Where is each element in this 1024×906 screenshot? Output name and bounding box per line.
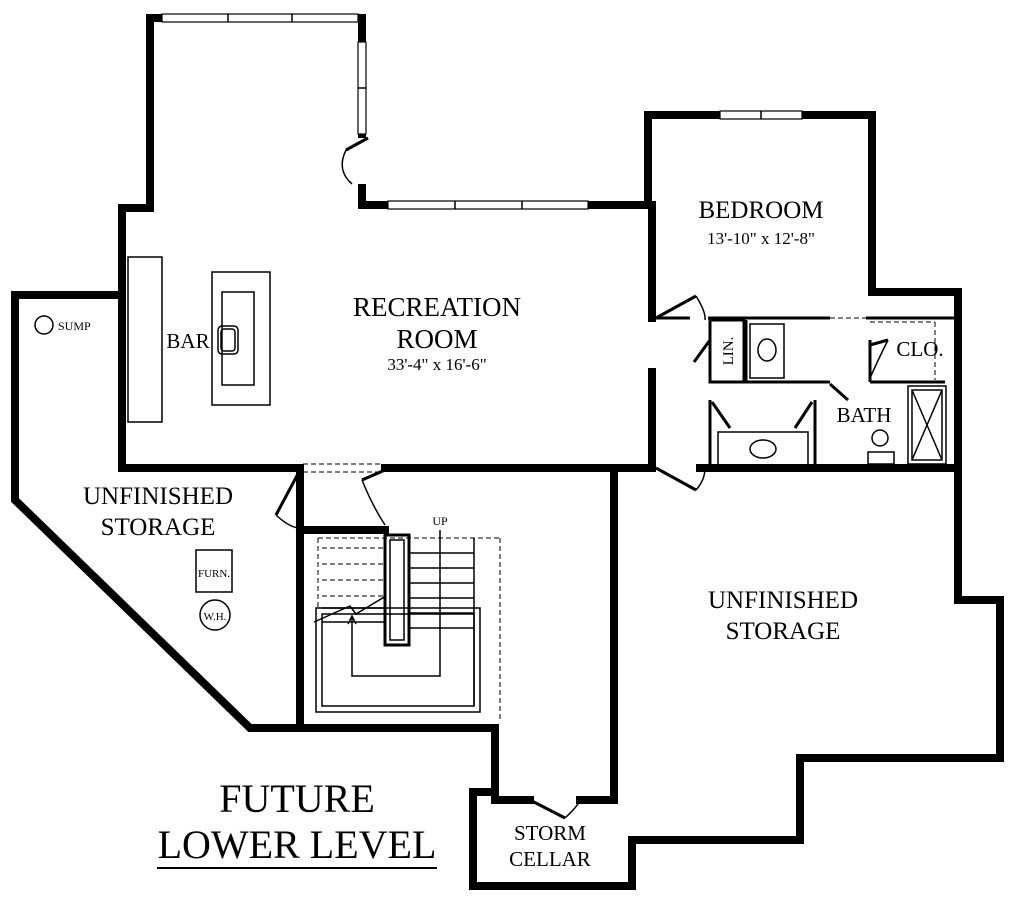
unfinished-storage-left-label-2: STORAGE bbox=[101, 514, 216, 541]
exterior-walls bbox=[11, 14, 1004, 890]
interior-doors bbox=[274, 294, 889, 820]
labels: RECREATION ROOM 33'-4" x 16'-6" BEDROOM … bbox=[58, 197, 944, 871]
water-heater-icon bbox=[199, 599, 231, 631]
unfinished-storage-right-label-2: STORAGE bbox=[726, 618, 841, 645]
recreation-room-dimensions: 33'-4" x 16'-6" bbox=[387, 355, 486, 374]
closet-label: CLO. bbox=[896, 337, 943, 361]
bath-fixtures bbox=[717, 385, 947, 467]
recreation-room-label-2: ROOM bbox=[396, 324, 477, 354]
storm-cellar-label-2: CELLAR bbox=[509, 847, 591, 871]
recreation-room-label: RECREATION bbox=[353, 292, 521, 322]
stair-up-label: UP bbox=[432, 514, 448, 528]
windows bbox=[161, 13, 803, 210]
furnace-label: FURN. bbox=[198, 568, 230, 580]
bath-label: BATH bbox=[837, 403, 892, 427]
sump-icon bbox=[34, 315, 54, 335]
unfinished-storage-left-label: UNFINISHED bbox=[83, 483, 233, 510]
furnace-icon bbox=[195, 549, 233, 593]
unfinished-storage-right-label: UNFINISHED bbox=[708, 587, 858, 614]
bedroom-dimensions: 13'-10" x 12'-8" bbox=[707, 229, 815, 248]
cased-opening bbox=[303, 463, 382, 473]
water-heater-label: W.H. bbox=[204, 611, 227, 623]
plan-title-line1: FUTURE bbox=[219, 776, 375, 821]
bar-label: BAR bbox=[166, 329, 209, 353]
storm-cellar-label: STORM bbox=[514, 821, 586, 845]
clo-shelf bbox=[870, 321, 936, 380]
sump-label: SUMP bbox=[58, 319, 91, 333]
interior-walls bbox=[118, 201, 962, 804]
bar-counter bbox=[127, 256, 271, 423]
linen-label: LIN. bbox=[721, 337, 737, 366]
exterior-door bbox=[341, 136, 369, 185]
bedroom-label: BEDROOM bbox=[698, 197, 823, 224]
linen-and-lav bbox=[749, 323, 785, 379]
plan-title-line2: LOWER LEVEL bbox=[158, 822, 437, 867]
staircase bbox=[313, 530, 501, 722]
